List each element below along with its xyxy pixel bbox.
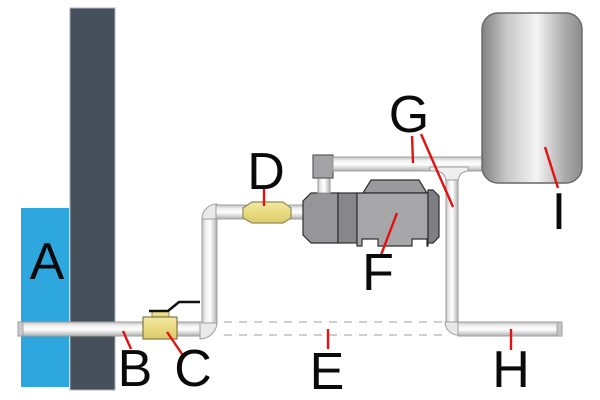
service-pipe-end: [556, 321, 563, 337]
pump-motor-cap: [361, 179, 429, 194]
elbow-upper-left: [201, 203, 218, 220]
pointer-line-g2: [419, 133, 455, 208]
pump-head: [302, 192, 339, 244]
drop-pipe: [445, 179, 459, 324]
elbow-lower-right: [444, 321, 459, 336]
pump-motor-end: [427, 189, 440, 244]
pointer-line-b: [121, 330, 133, 350]
pointer-line-i: [543, 146, 560, 189]
suction-pipe-end-cap: [17, 321, 24, 337]
label-b: B: [117, 340, 153, 398]
label-d: D: [247, 143, 285, 201]
pointer-line-f: [379, 212, 399, 256]
jet-pump: [302, 179, 440, 247]
pressure-tank: [481, 12, 583, 184]
label-f: F: [362, 244, 394, 302]
elbow-lower-left: [199, 321, 218, 340]
label-g: G: [388, 86, 430, 144]
buried-line-dashes: [224, 321, 444, 336]
pump-coupling: [337, 192, 358, 244]
ball-valve-handle: [149, 300, 200, 313]
pump-inlet-pipe-left: [215, 204, 247, 220]
pointer-line-c: [166, 331, 183, 355]
label-a: A: [29, 233, 65, 291]
label-i: I: [551, 183, 567, 241]
label-c: C: [174, 340, 212, 398]
label-e: E: [309, 343, 345, 400]
check-valve: [242, 201, 292, 224]
pointer-line-g1: [410, 135, 415, 164]
well-water: [21, 208, 69, 387]
pump-motor-body: [356, 192, 429, 247]
ball-valve-body: [142, 316, 178, 340]
riser-pipe: [201, 218, 218, 324]
discharge-elbow-block: [312, 154, 334, 179]
pointer-lines: [121, 133, 560, 355]
label-h: H: [492, 341, 530, 399]
